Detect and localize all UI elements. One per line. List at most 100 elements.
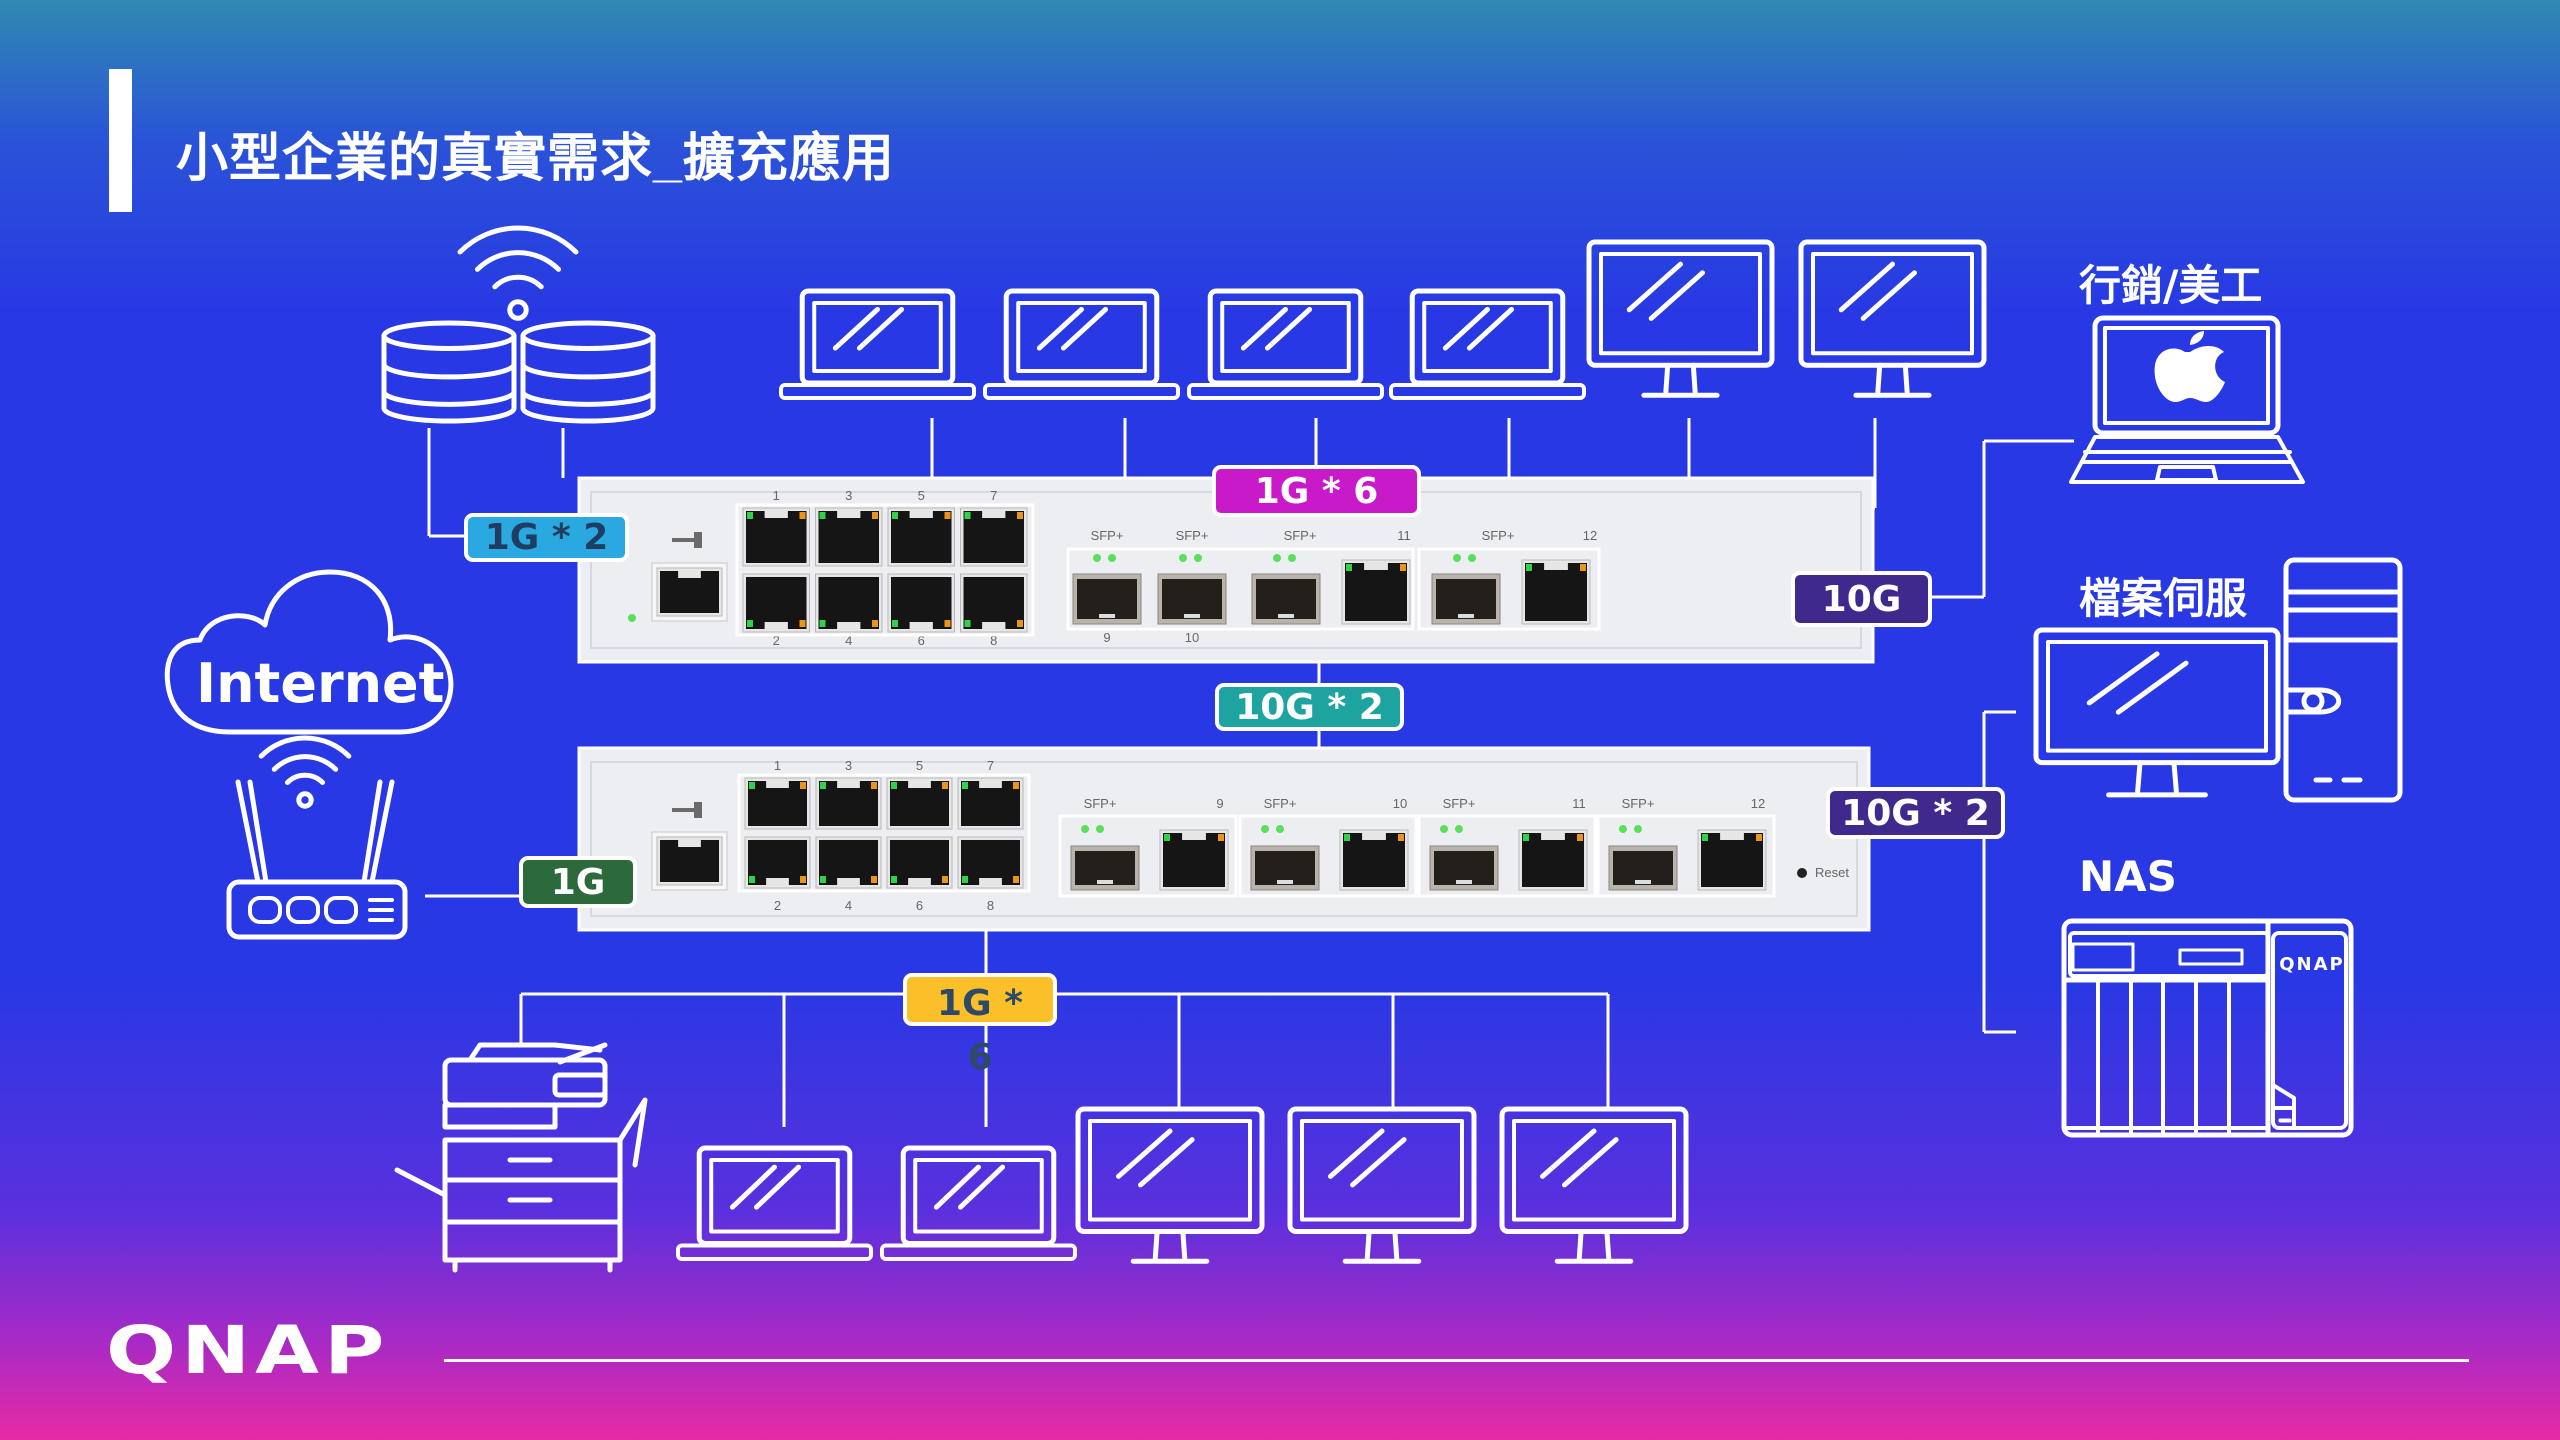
disk-icon <box>520 320 656 424</box>
port-group-highlight <box>1238 814 1418 898</box>
disk-icon <box>381 320 517 424</box>
port-number: 7 <box>987 758 994 773</box>
monitor-icon <box>1798 239 1987 398</box>
rj45-port <box>744 836 811 889</box>
sfp-label: SFP+ <box>1091 528 1124 543</box>
port-group-highlight <box>1417 814 1597 898</box>
rj45-port <box>886 777 953 830</box>
status-led <box>1276 825 1284 833</box>
mac-laptop-icon <box>2069 315 2305 484</box>
port-number: 7 <box>990 488 997 503</box>
tag-1g-x6-top: 1G * 6 <box>1212 465 1421 517</box>
monitor-icon <box>1287 1106 1477 1264</box>
sfp-port <box>1608 845 1678 891</box>
status-led <box>1093 554 1101 562</box>
status-led <box>1619 825 1627 833</box>
laptop-icon <box>676 1145 873 1261</box>
rj45-port <box>957 777 1024 830</box>
port-group-highlight <box>735 503 1035 637</box>
rj45-port <box>1339 829 1409 891</box>
tag-10g-x2-mid: 10G * 2 <box>1215 683 1404 731</box>
sfp-label: SFP+ <box>1284 528 1317 543</box>
router-light <box>324 896 358 924</box>
rj45-port <box>742 573 810 633</box>
group-label-nas: NAS <box>2079 852 2177 901</box>
rj45-port <box>815 573 883 633</box>
port-number: 8 <box>987 898 994 913</box>
group-label-marketing: 行銷/美工 <box>2079 261 2263 310</box>
port-number: 10 <box>1185 630 1199 645</box>
port-number: 1 <box>774 758 781 773</box>
sfp-port <box>1157 573 1227 625</box>
rj45-port <box>1518 829 1588 891</box>
status-led <box>1440 825 1448 833</box>
tag-1g-router: 1G <box>519 856 637 908</box>
tool-icon <box>672 802 702 818</box>
rj45-port <box>1341 559 1411 625</box>
port-number: 11 <box>1572 796 1586 811</box>
sfp-port <box>1072 573 1142 625</box>
status-led <box>1108 554 1116 562</box>
router-body <box>226 879 408 940</box>
nas-icon: QNAP <box>2061 918 2354 1138</box>
top-client-devices <box>779 239 1987 400</box>
port-number: 12 <box>1751 796 1765 811</box>
port-number: 10 <box>1393 796 1407 811</box>
laptop-icon <box>779 288 976 400</box>
status-led <box>1468 554 1476 562</box>
router-light <box>248 896 282 924</box>
monitor-icon <box>1075 1106 1265 1264</box>
group-label-file-server: 檔案伺服 <box>2079 574 2248 623</box>
laptop-icon <box>1389 288 1586 400</box>
rj45-port <box>887 573 955 633</box>
tool-icon <box>672 532 702 548</box>
rj45-port <box>744 777 811 830</box>
rj45-port <box>887 507 955 567</box>
port-number: 2 <box>774 898 781 913</box>
port-number: 5 <box>918 488 925 503</box>
rj45-port <box>957 836 1024 889</box>
port-number: 9 <box>1103 630 1110 645</box>
tag-1g-x6-bottom: 1G * 6 <box>903 973 1057 1078</box>
tower <box>2283 557 2403 803</box>
nas-brand-text: QNAP <box>2279 954 2345 975</box>
rj45-port <box>960 507 1028 567</box>
port-number: 11 <box>1397 528 1411 543</box>
tag-10g-x2-right: 10G * 2 <box>1826 787 2005 839</box>
rj45-port <box>742 507 810 567</box>
rj45-port <box>1697 829 1767 891</box>
sfp-label: SFP+ <box>1176 528 1209 543</box>
sfp-port <box>1251 573 1321 625</box>
port-group-highlight <box>1596 814 1776 898</box>
rj45-port <box>815 507 883 567</box>
port-number: 2 <box>773 633 780 648</box>
rj45-port <box>1159 829 1229 891</box>
rj45-port <box>656 567 723 617</box>
sfp-port <box>1070 845 1140 891</box>
bottom-client-devices <box>676 1106 1689 1264</box>
wifi-icon <box>258 735 352 809</box>
rj45-port <box>815 836 882 889</box>
router-icon <box>226 735 408 940</box>
status-led <box>1455 825 1463 833</box>
printer-icon <box>394 1042 648 1273</box>
apple-logo <box>2154 331 2225 402</box>
router-light <box>286 896 320 924</box>
port-group-highlight <box>1066 547 1415 631</box>
laptop-icon <box>983 288 1180 400</box>
page-title: 小型企業的真實需求_擴充應用 <box>176 130 895 188</box>
status-led <box>1634 825 1642 833</box>
port-number: 5 <box>916 758 923 773</box>
port-number: 3 <box>845 758 852 773</box>
port-number: 9 <box>1216 796 1223 811</box>
sfp-label: SFP+ <box>1084 796 1117 811</box>
port-number: 12 <box>1583 528 1597 543</box>
status-led <box>1081 825 1089 833</box>
status-led <box>1288 554 1296 562</box>
monitor-icon <box>1586 239 1775 398</box>
reset-button <box>1797 868 1807 878</box>
port-number: 4 <box>845 633 852 648</box>
sfp-label: SFP+ <box>1482 528 1515 543</box>
port-number: 6 <box>916 898 923 913</box>
